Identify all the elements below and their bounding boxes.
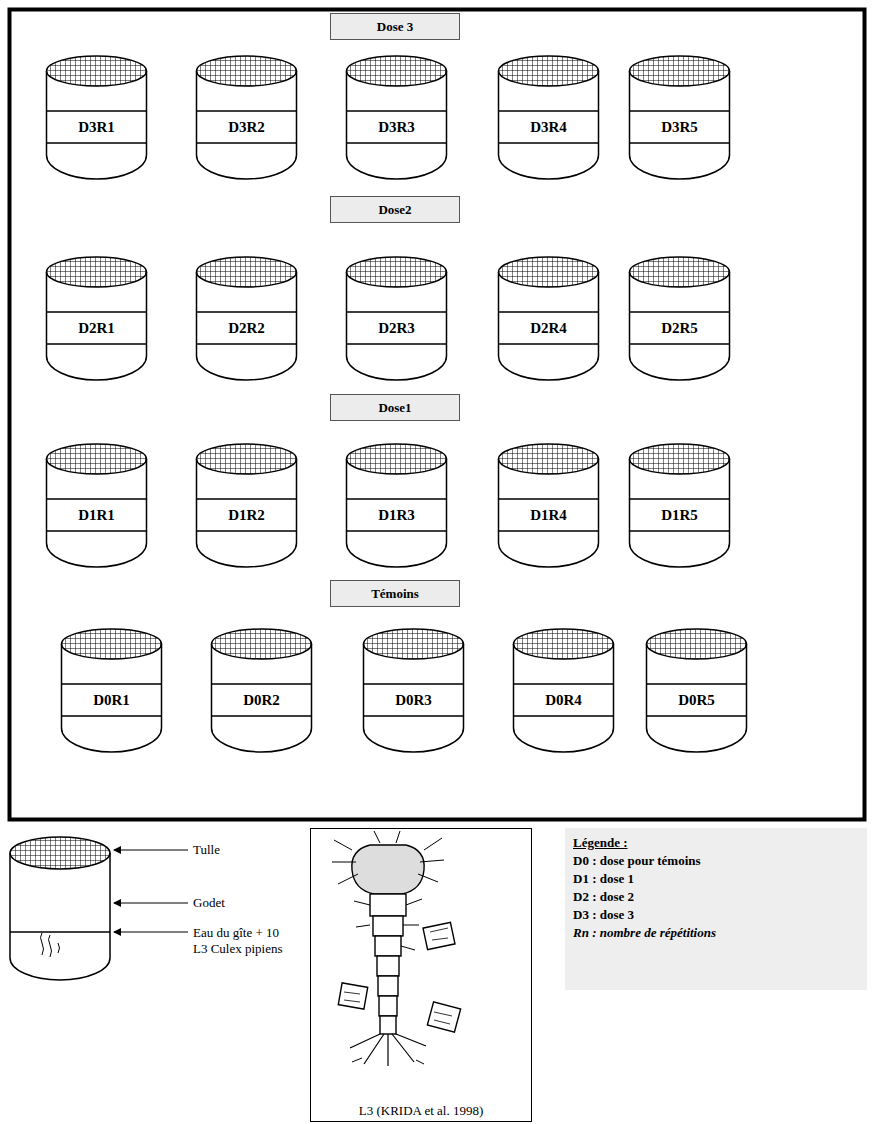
cup-label: D3R5 — [628, 111, 731, 143]
section-title: Témoins — [371, 586, 419, 602]
cup: D0R3 — [362, 628, 465, 758]
cup: D2R4 — [497, 256, 600, 386]
cup: D0R5 — [645, 628, 748, 758]
cup-label: D3R2 — [195, 111, 298, 143]
legend-entry: D0 : dose pour témoins — [573, 852, 859, 870]
section-header: Témoins — [330, 580, 460, 607]
cup: D2R2 — [195, 256, 298, 386]
figure-caption: L3 (KRIDA et al. 1998) — [311, 1103, 531, 1119]
cup-label: D2R2 — [195, 312, 298, 344]
cup-label: D3R4 — [497, 111, 600, 143]
cup-label: D1R3 — [345, 499, 448, 531]
cup-label: D2R4 — [497, 312, 600, 344]
cup: D0R1 — [60, 628, 163, 758]
legend-box: Légende :D0 : dose pour témoinsD1 : dose… — [565, 828, 867, 990]
cup: D3R1 — [45, 55, 148, 185]
section-title: Dose2 — [378, 202, 411, 218]
cup: D0R2 — [210, 628, 313, 758]
cup-label: D0R5 — [645, 684, 748, 716]
cup: D1R1 — [45, 443, 148, 573]
larva-illustration — [332, 831, 461, 1066]
leader-arrows — [114, 850, 188, 932]
cup: D1R5 — [628, 443, 731, 573]
cup: D3R5 — [628, 55, 731, 185]
cup-label: D1R5 — [628, 499, 731, 531]
cup-label: D3R3 — [345, 111, 448, 143]
cup: D3R3 — [345, 55, 448, 185]
illustration-frame: L3 (KRIDA et al. 1998) — [310, 828, 532, 1122]
cup-label: D1R4 — [497, 499, 600, 531]
cup: D1R4 — [497, 443, 600, 573]
section-header: Dose2 — [330, 196, 460, 223]
legend-entry: D2 : dose 2 — [573, 888, 859, 906]
cup-label: D2R1 — [45, 312, 148, 344]
cup: D2R3 — [345, 256, 448, 386]
legend-title: Légende : — [573, 834, 859, 852]
part-label: Eau du gîte + 10 L3 Culex pipiens — [193, 925, 293, 957]
sample-cup — [10, 837, 110, 980]
cup-label: D3R1 — [45, 111, 148, 143]
cup-label: D0R1 — [60, 684, 163, 716]
cup-label: D2R5 — [628, 312, 731, 344]
section-title: Dose 3 — [377, 19, 413, 35]
cup-label: D0R3 — [362, 684, 465, 716]
part-label: Godet — [193, 895, 303, 911]
legend-entry: D1 : dose 1 — [573, 870, 859, 888]
cup: D2R5 — [628, 256, 731, 386]
cup: D3R2 — [195, 55, 298, 185]
cup-label: D1R2 — [195, 499, 298, 531]
section-header: Dose1 — [330, 394, 460, 421]
cup: D1R2 — [195, 443, 298, 573]
legend-entry: D3 : dose 3 — [573, 906, 859, 924]
main-frame — [10, 10, 865, 820]
section-title: Dose1 — [378, 400, 411, 416]
part-label: Tulle — [193, 842, 303, 858]
legend-entry: Rn : nombre de répétitions — [573, 924, 859, 942]
cup: D2R1 — [45, 256, 148, 386]
cup: D3R4 — [497, 55, 600, 185]
cup-label: D0R2 — [210, 684, 313, 716]
cup-label: D0R4 — [512, 684, 615, 716]
cup-label: D1R1 — [45, 499, 148, 531]
cup: D0R4 — [512, 628, 615, 758]
cup: D1R3 — [345, 443, 448, 573]
cup-label: D2R3 — [345, 312, 448, 344]
section-header: Dose 3 — [330, 13, 460, 40]
